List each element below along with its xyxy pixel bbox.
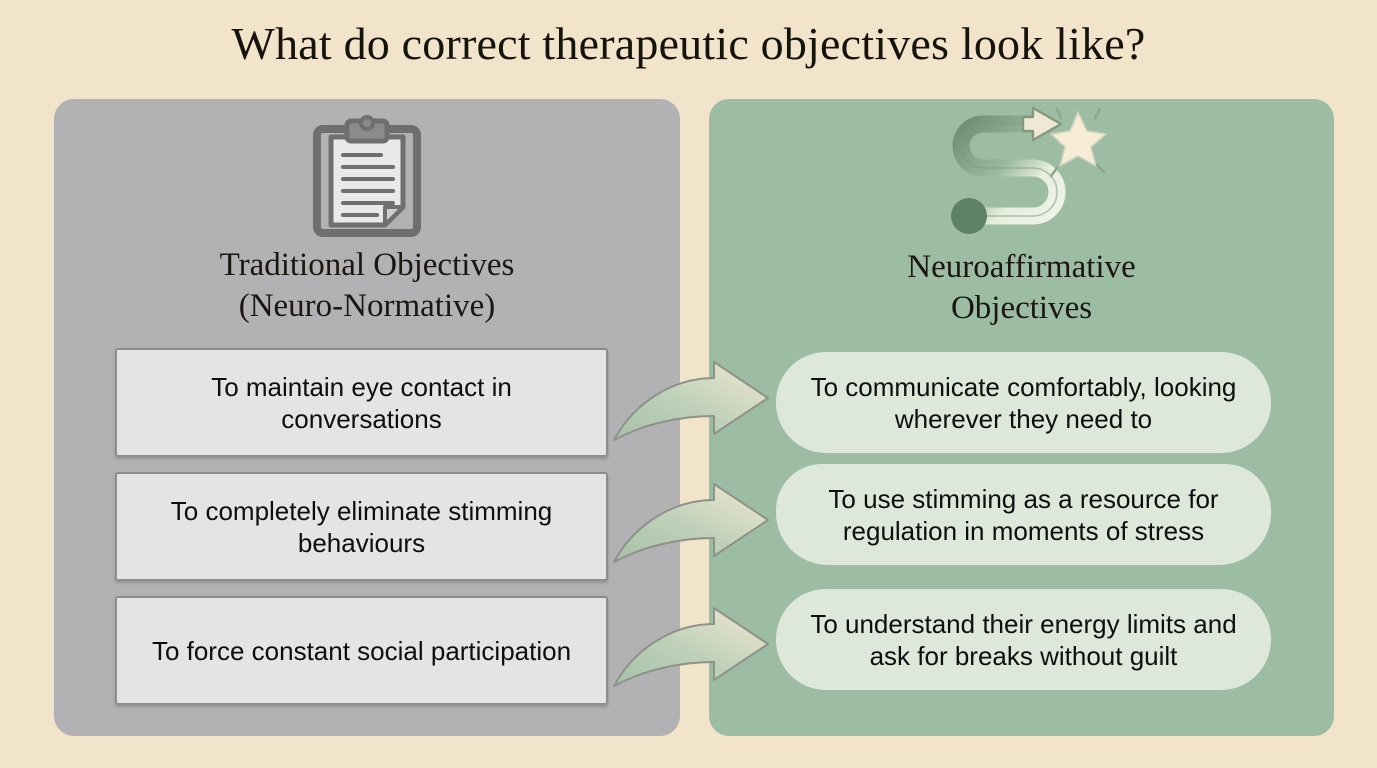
neuroaffirmative-objectives-panel: Neuroaffirmative Objectives To communica… (709, 99, 1334, 736)
right-panel-heading: Neuroaffirmative Objectives (709, 247, 1334, 329)
traditional-objective-text: To force constant social participation (151, 635, 572, 666)
traditional-objective-item: To force constant social participation (115, 596, 608, 705)
traditional-objective-item: To completely eliminate stimming behavio… (115, 472, 608, 581)
curved-right-arrow-icon (608, 604, 778, 696)
left-panel-heading-line2: (Neuro-Normative) (238, 288, 496, 324)
neuroaffirmative-objective-text: To use stimming as a resource for regula… (828, 483, 1219, 546)
neuroaffirmative-objective-item: To use stimming as a resource for regula… (776, 464, 1271, 565)
right-panel-heading-line2: Objectives (950, 290, 1093, 326)
clipboard-icon (54, 113, 680, 243)
traditional-objective-item: To maintain eye contact in conversations (115, 348, 608, 457)
winding-path-star-icon (709, 105, 1334, 235)
neuroaffirmative-objective-item: To understand their energy limits and as… (776, 589, 1271, 690)
curved-right-arrow-icon (608, 358, 778, 450)
curved-right-arrow-icon (608, 480, 778, 572)
right-panel-heading-line1: Neuroaffirmative (907, 249, 1136, 285)
page-title: What do correct therapeutic objectives l… (231, 18, 1146, 69)
left-panel-heading: Traditional Objectives (Neuro-Normative) (54, 245, 680, 327)
neuroaffirmative-objective-text: To communicate comfortably, looking wher… (810, 371, 1237, 434)
traditional-objectives-panel: Traditional Objectives (Neuro-Normative)… (54, 99, 680, 736)
neuroaffirmative-objective-text: To understand their energy limits and as… (810, 608, 1237, 671)
traditional-objective-text: To maintain eye contact in conversations (211, 371, 512, 434)
left-panel-heading-line1: Traditional Objectives (219, 247, 515, 283)
traditional-objective-text: To completely eliminate stimming behavio… (170, 495, 553, 558)
neuroaffirmative-objective-item: To communicate comfortably, looking wher… (776, 352, 1271, 453)
